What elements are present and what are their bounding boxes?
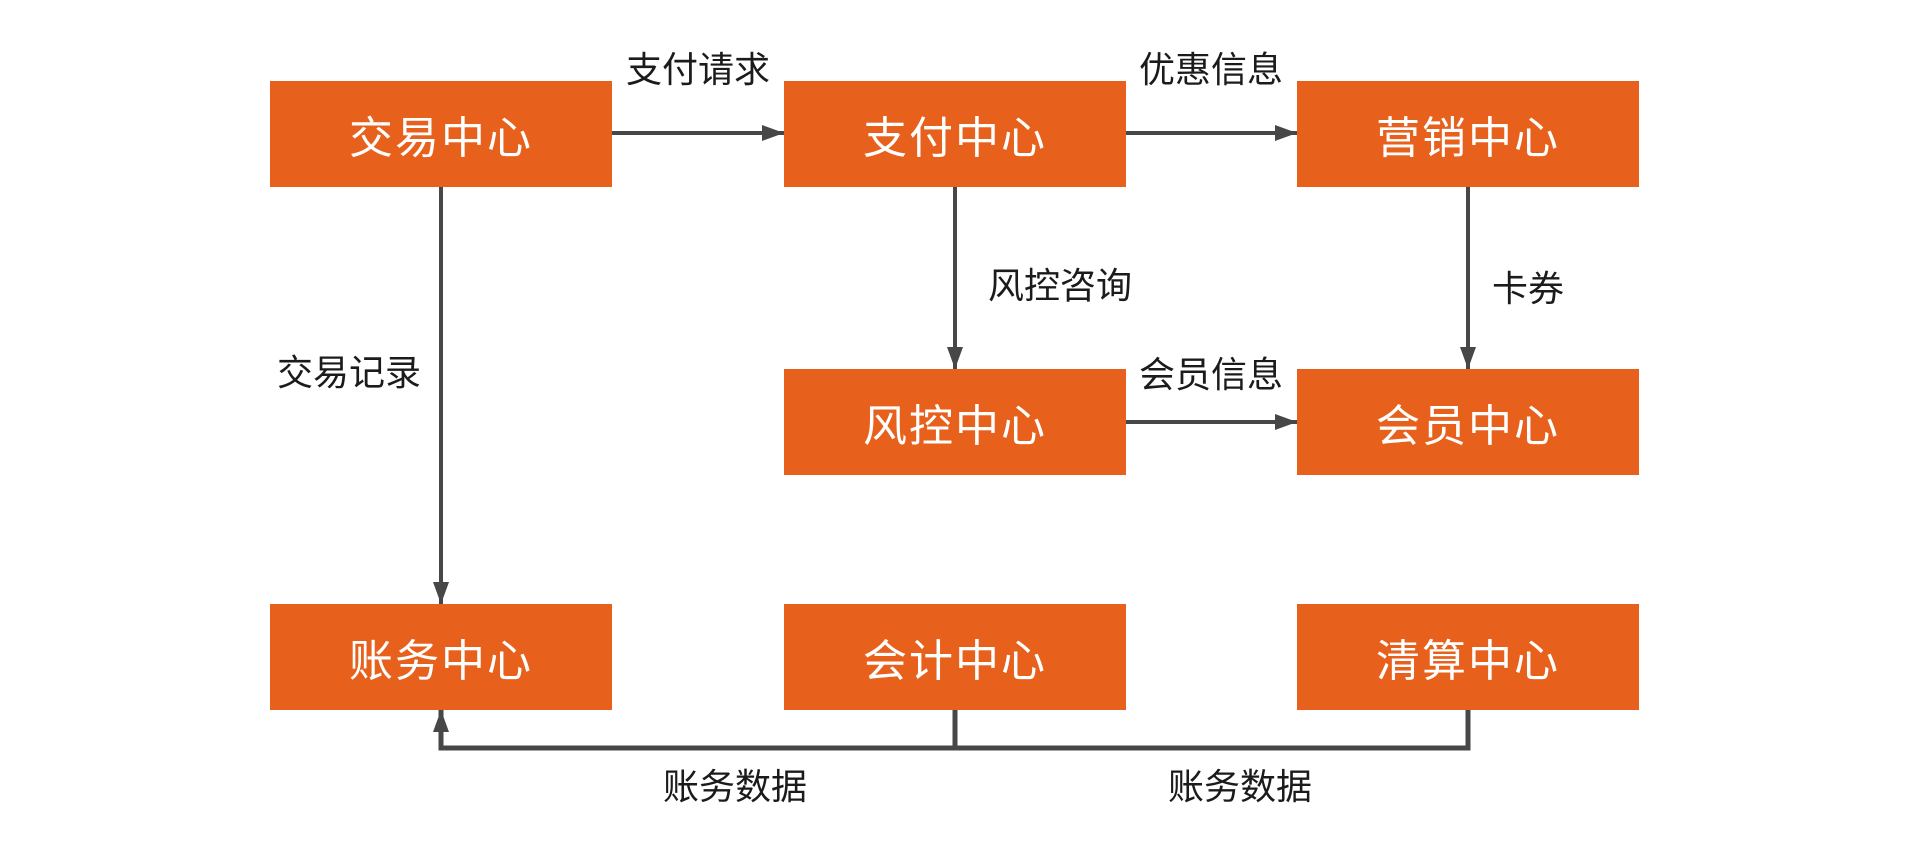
- edge-label-member-info: 会员信息: [1138, 355, 1284, 396]
- edge-label-risk-consult: 风控咨询: [988, 266, 1133, 307]
- edge-label-promo-info: 优惠信息: [1138, 50, 1284, 91]
- edge-label-coupon: 卡券: [1492, 269, 1565, 310]
- node-risk-control-center: 风控中心: [784, 369, 1126, 475]
- node-accounting-center: 会计中心: [784, 604, 1126, 710]
- arrow-clearing-accounting-to-account: [433, 710, 1471, 751]
- node-clearing-center: 清算中心: [1297, 604, 1639, 710]
- edge-label-account-data-left: 账务数据: [662, 767, 808, 808]
- node-marketing-center: 营销中心: [1297, 81, 1639, 187]
- edge-label-payment-request: 支付请求: [625, 50, 771, 91]
- node-member-center: 会员中心: [1297, 369, 1639, 475]
- edge-label-account-data-right: 账务数据: [1167, 767, 1313, 808]
- node-payment-center: 支付中心: [784, 81, 1126, 187]
- edge-label-transaction-record: 交易记录: [276, 353, 422, 394]
- node-trading-center: 交易中心: [270, 81, 612, 187]
- node-account-center: 账务中心: [270, 604, 612, 710]
